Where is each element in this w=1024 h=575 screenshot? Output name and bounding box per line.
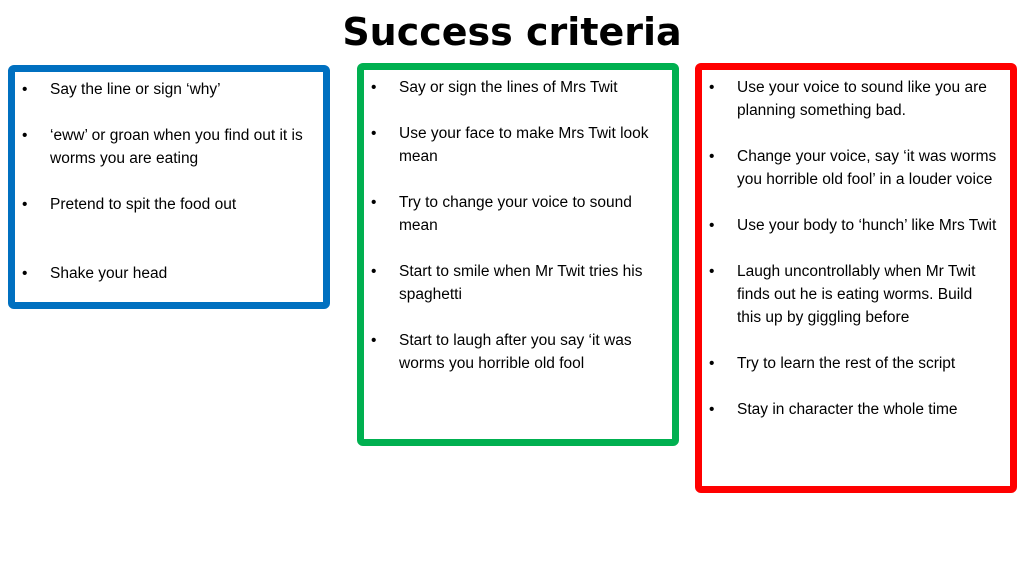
list-item-text: Use your voice to sound like you are pla… bbox=[737, 79, 987, 119]
list-item-text: Use your body to ‘hunch’ like Mrs Twit bbox=[737, 217, 997, 234]
bullet-icon: • bbox=[709, 217, 715, 234]
bullet-icon: • bbox=[371, 332, 377, 349]
bullet-icon: • bbox=[22, 265, 28, 282]
bullet-icon: • bbox=[709, 355, 715, 372]
criteria-list-red: • Use your voice to sound like you are pl… bbox=[707, 76, 1000, 421]
list-item: • Pretend to spit the food out bbox=[20, 193, 313, 216]
criteria-list-blue: • Say the line or sign ‘why’ • ‘eww’ or gr… bbox=[20, 78, 313, 285]
list-item: • Use your voice to sound like you are pl… bbox=[707, 76, 1000, 122]
bullet-icon: • bbox=[22, 196, 28, 213]
list-item-text: Try to learn the rest of the script bbox=[737, 355, 956, 372]
list-item: • ‘eww’ or groan when you find out it is … bbox=[20, 124, 313, 170]
list-item: • Shake your head bbox=[20, 262, 313, 285]
list-item-text: ‘eww’ or groan when you find out it is w… bbox=[50, 127, 303, 167]
list-item-text: Use your face to make Mrs Twit look mean bbox=[399, 125, 649, 165]
bullet-icon: • bbox=[22, 127, 28, 144]
list-item: • Say the line or sign ‘why’ bbox=[20, 78, 313, 101]
list-item: • Use your face to make Mrs Twit look mea… bbox=[369, 122, 662, 168]
bullet-icon: • bbox=[371, 125, 377, 142]
list-item: • Try to learn the rest of the script bbox=[707, 352, 1000, 375]
criteria-list-green: • Say or sign the lines of Mrs Twit • Use … bbox=[369, 76, 662, 375]
criteria-box-red: • Use your voice to sound like you are pl… bbox=[695, 63, 1017, 493]
bullet-icon: • bbox=[709, 263, 715, 280]
list-item-text: Try to change your voice to sound mean bbox=[399, 194, 632, 234]
list-item: • Start to laugh after you say ‘it was wo… bbox=[369, 329, 662, 375]
bullet-icon: • bbox=[371, 79, 377, 96]
list-item-text: Change your voice, say ‘it was worms you… bbox=[737, 148, 997, 188]
list-item-text: Laugh uncontrollably when Mr Twit finds … bbox=[737, 263, 976, 326]
bullet-icon: • bbox=[371, 263, 377, 280]
list-item: • Use your body to ‘hunch’ like Mrs Twit bbox=[707, 214, 1000, 237]
list-item-text: Stay in character the whole time bbox=[737, 401, 958, 418]
criteria-box-green: • Say or sign the lines of Mrs Twit • Use … bbox=[357, 63, 679, 446]
list-item: • Start to smile when Mr Twit tries his s… bbox=[369, 260, 662, 306]
bullet-icon: • bbox=[709, 401, 715, 418]
list-item-text: Start to smile when Mr Twit tries his sp… bbox=[399, 263, 643, 303]
list-item-text: Shake your head bbox=[50, 265, 168, 282]
list-item-text: Start to laugh after you say ‘it was wor… bbox=[399, 332, 632, 372]
page-title: Success criteria bbox=[342, 10, 682, 54]
bullet-icon: • bbox=[371, 194, 377, 211]
list-item: • Try to change your voice to sound mean bbox=[369, 191, 662, 237]
list-item: • Change your voice, say ‘it was worms yo… bbox=[707, 145, 1000, 191]
list-item: • Laugh uncontrollably when Mr Twit finds… bbox=[707, 260, 1000, 329]
list-item-text: Pretend to spit the food out bbox=[50, 196, 237, 213]
bullet-icon: • bbox=[22, 81, 28, 98]
list-item-text: Say or sign the lines of Mrs Twit bbox=[399, 79, 618, 96]
criteria-box-blue: • Say the line or sign ‘why’ • ‘eww’ or gr… bbox=[8, 65, 330, 309]
list-item: • Say or sign the lines of Mrs Twit bbox=[369, 76, 662, 99]
bullet-icon: • bbox=[709, 148, 715, 165]
list-item-text: Say the line or sign ‘why’ bbox=[50, 81, 221, 98]
bullet-icon: • bbox=[709, 79, 715, 96]
list-item: • Stay in character the whole time bbox=[707, 398, 1000, 421]
